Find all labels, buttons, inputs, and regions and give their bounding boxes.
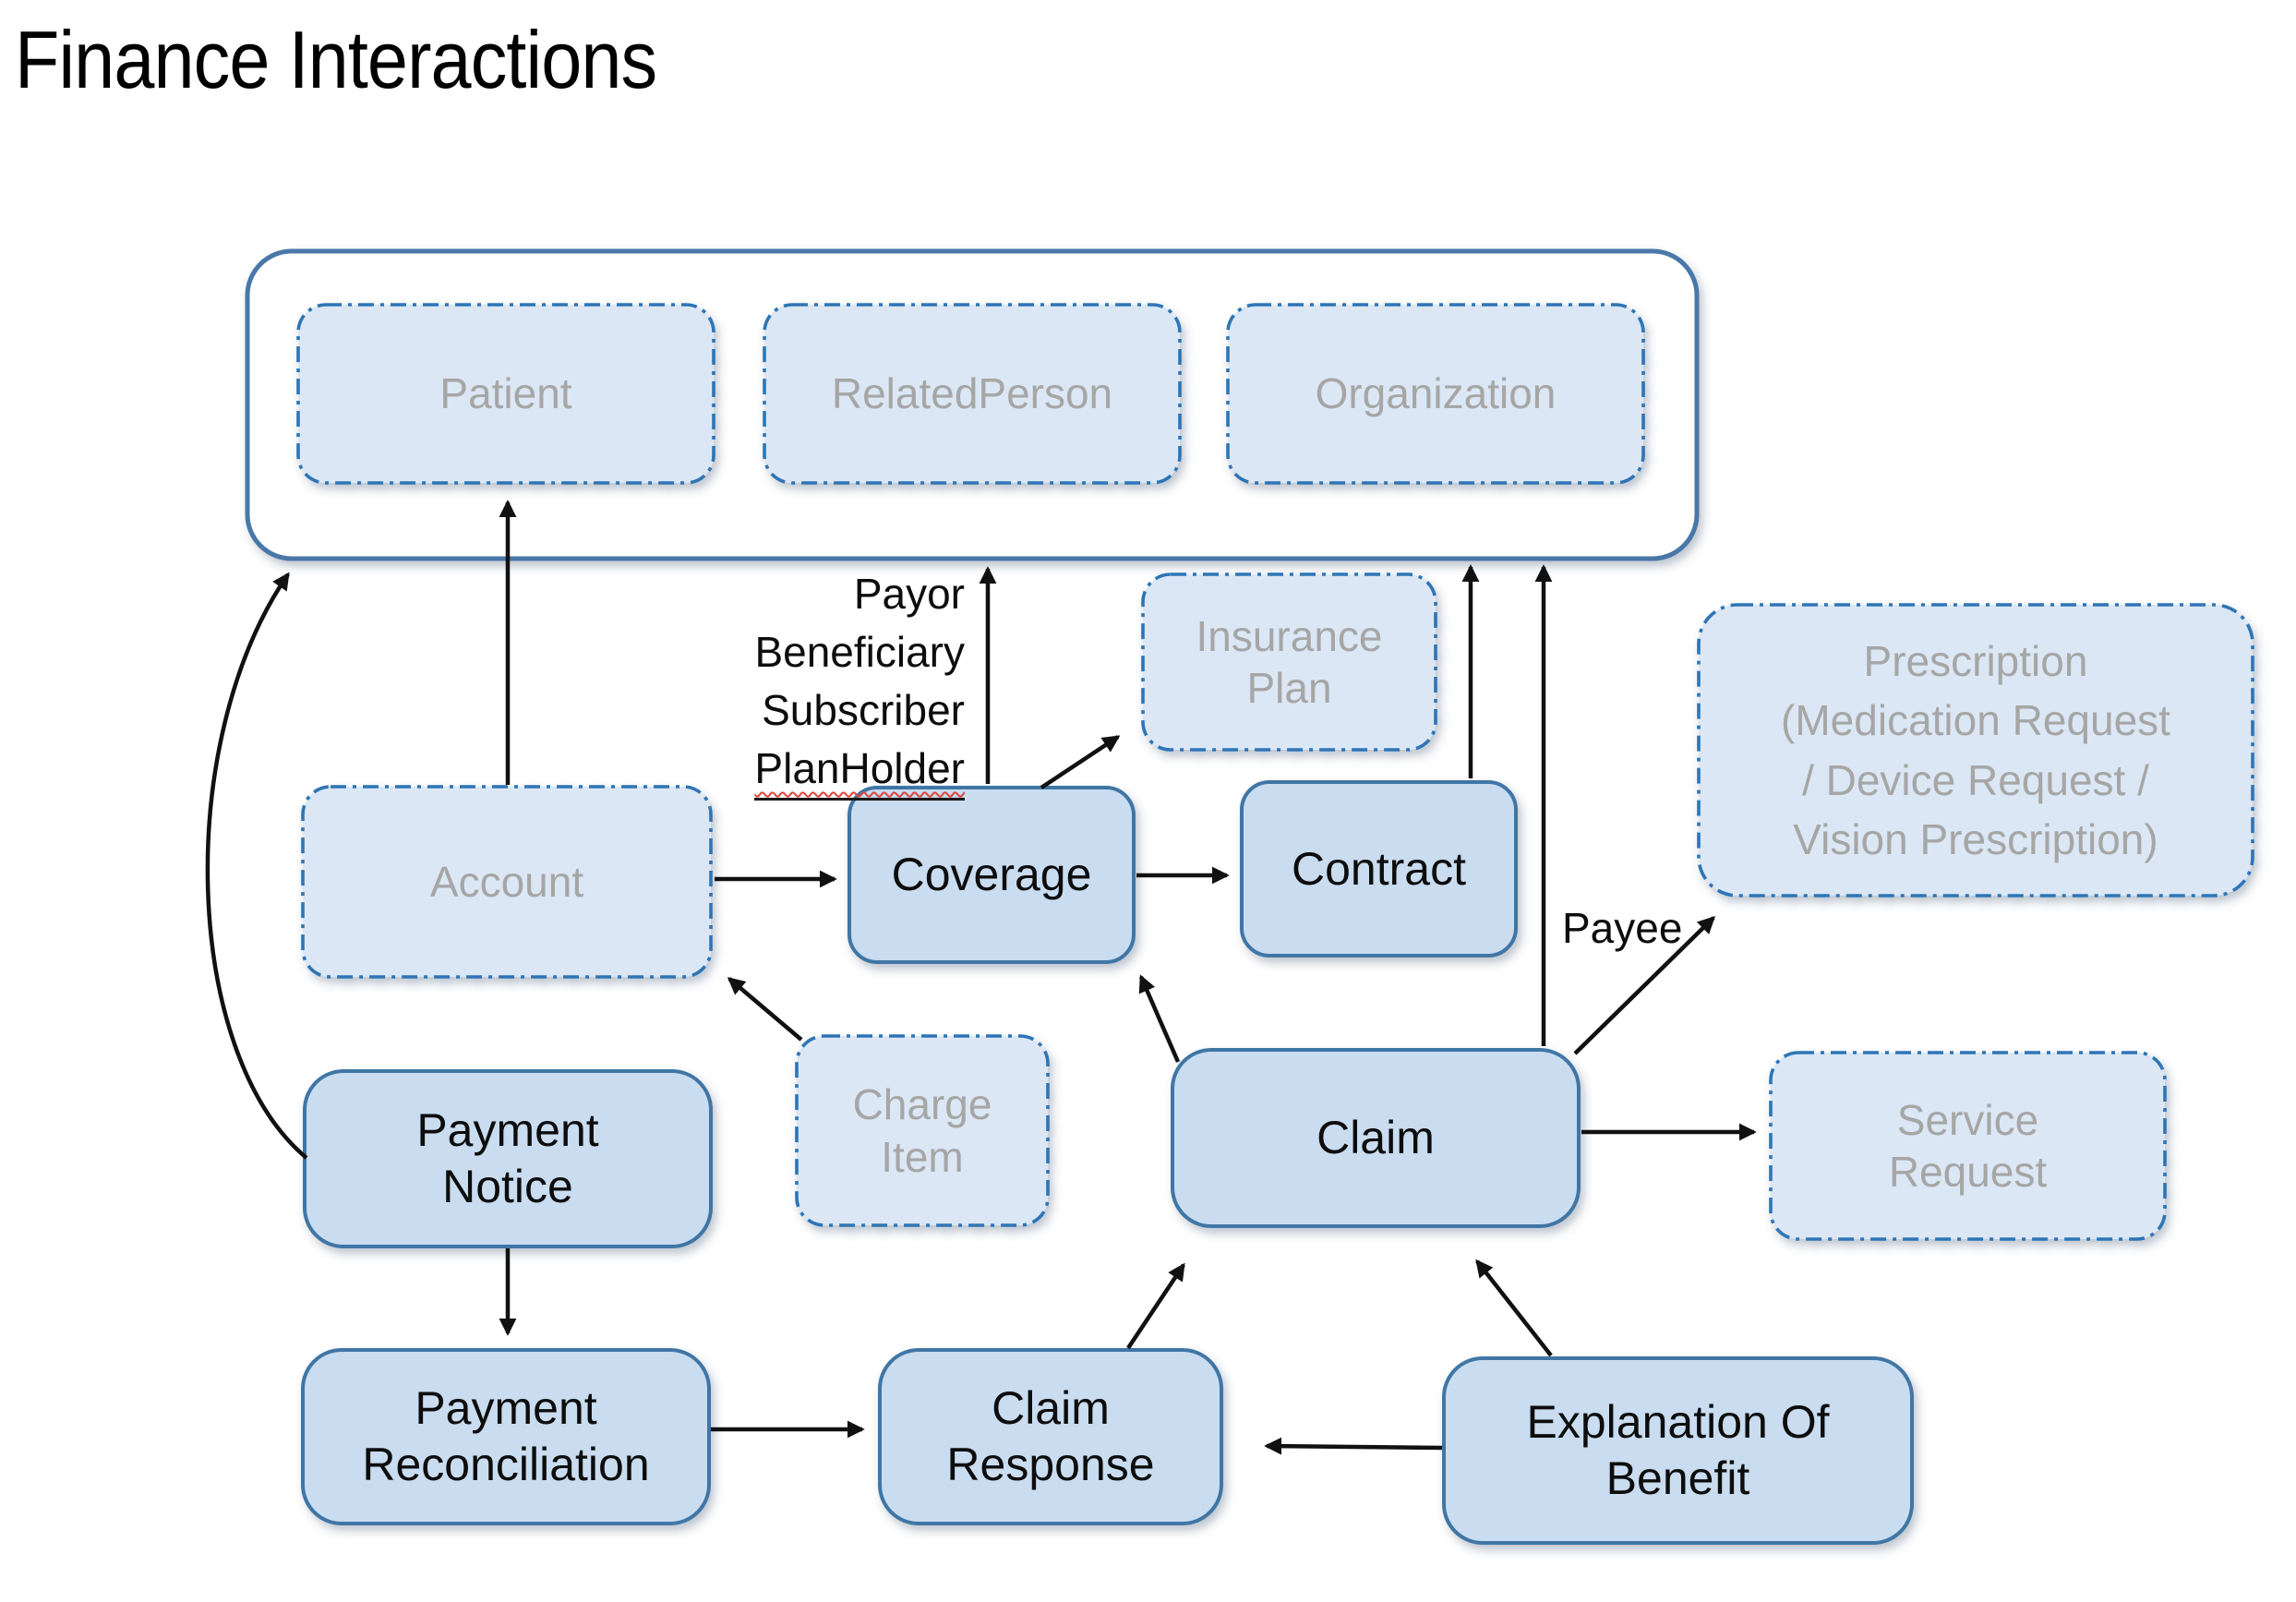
node-claim-box bbox=[1171, 1048, 1581, 1228]
arrow-coverage-to-insurance-plan bbox=[1040, 735, 1121, 789]
solid-boxes bbox=[301, 780, 1914, 1545]
dashed-boxes bbox=[296, 303, 2254, 1241]
node-explanation-of-benefit-box bbox=[1442, 1356, 1914, 1545]
node-prescription-box bbox=[1697, 603, 2254, 897]
arrow-charge-item-to-account bbox=[727, 977, 803, 1042]
arrow-claim-payee bbox=[1573, 916, 1716, 1055]
arrow-payment-notice-to-group-curved bbox=[205, 572, 308, 1160]
node-service-request-box bbox=[1769, 1051, 2167, 1241]
node-charge-item-box bbox=[795, 1034, 1050, 1227]
coverage-role-payor: Payor bbox=[853, 570, 965, 618]
node-insurance-plan-box bbox=[1141, 572, 1437, 752]
arrows bbox=[205, 500, 1757, 1455]
arrow-claim-to-coverage bbox=[1138, 974, 1181, 1063]
arrow-eob-to-claim bbox=[1475, 1259, 1553, 1357]
node-payment-reconciliation-box bbox=[301, 1348, 711, 1525]
node-contract-box bbox=[1240, 780, 1518, 958]
node-related-person-box bbox=[763, 303, 1182, 485]
node-patient-box bbox=[296, 303, 715, 485]
node-coverage-box bbox=[847, 786, 1136, 964]
coverage-role-beneficiary: Beneficiary bbox=[754, 628, 965, 676]
node-payment-notice-box bbox=[303, 1069, 713, 1248]
payee-label: Payee bbox=[1562, 904, 1683, 952]
node-organization-box bbox=[1226, 303, 1645, 485]
arrow-claim-response-to-claim bbox=[1126, 1262, 1185, 1350]
arrow-eob-to-claim-response bbox=[1264, 1437, 1443, 1455]
node-account-box bbox=[301, 785, 713, 979]
node-claim-response-box bbox=[878, 1348, 1223, 1525]
page-title: Finance Interactions bbox=[15, 14, 657, 105]
coverage-role-subscriber: Subscriber bbox=[762, 686, 965, 734]
coverage-roles-label: Payor Beneficiary Subscriber PlanHolder bbox=[646, 565, 965, 801]
coverage-role-planholder: PlanHolder bbox=[754, 740, 965, 801]
coverage-role-planholder-wrap: PlanHolder bbox=[646, 740, 965, 801]
